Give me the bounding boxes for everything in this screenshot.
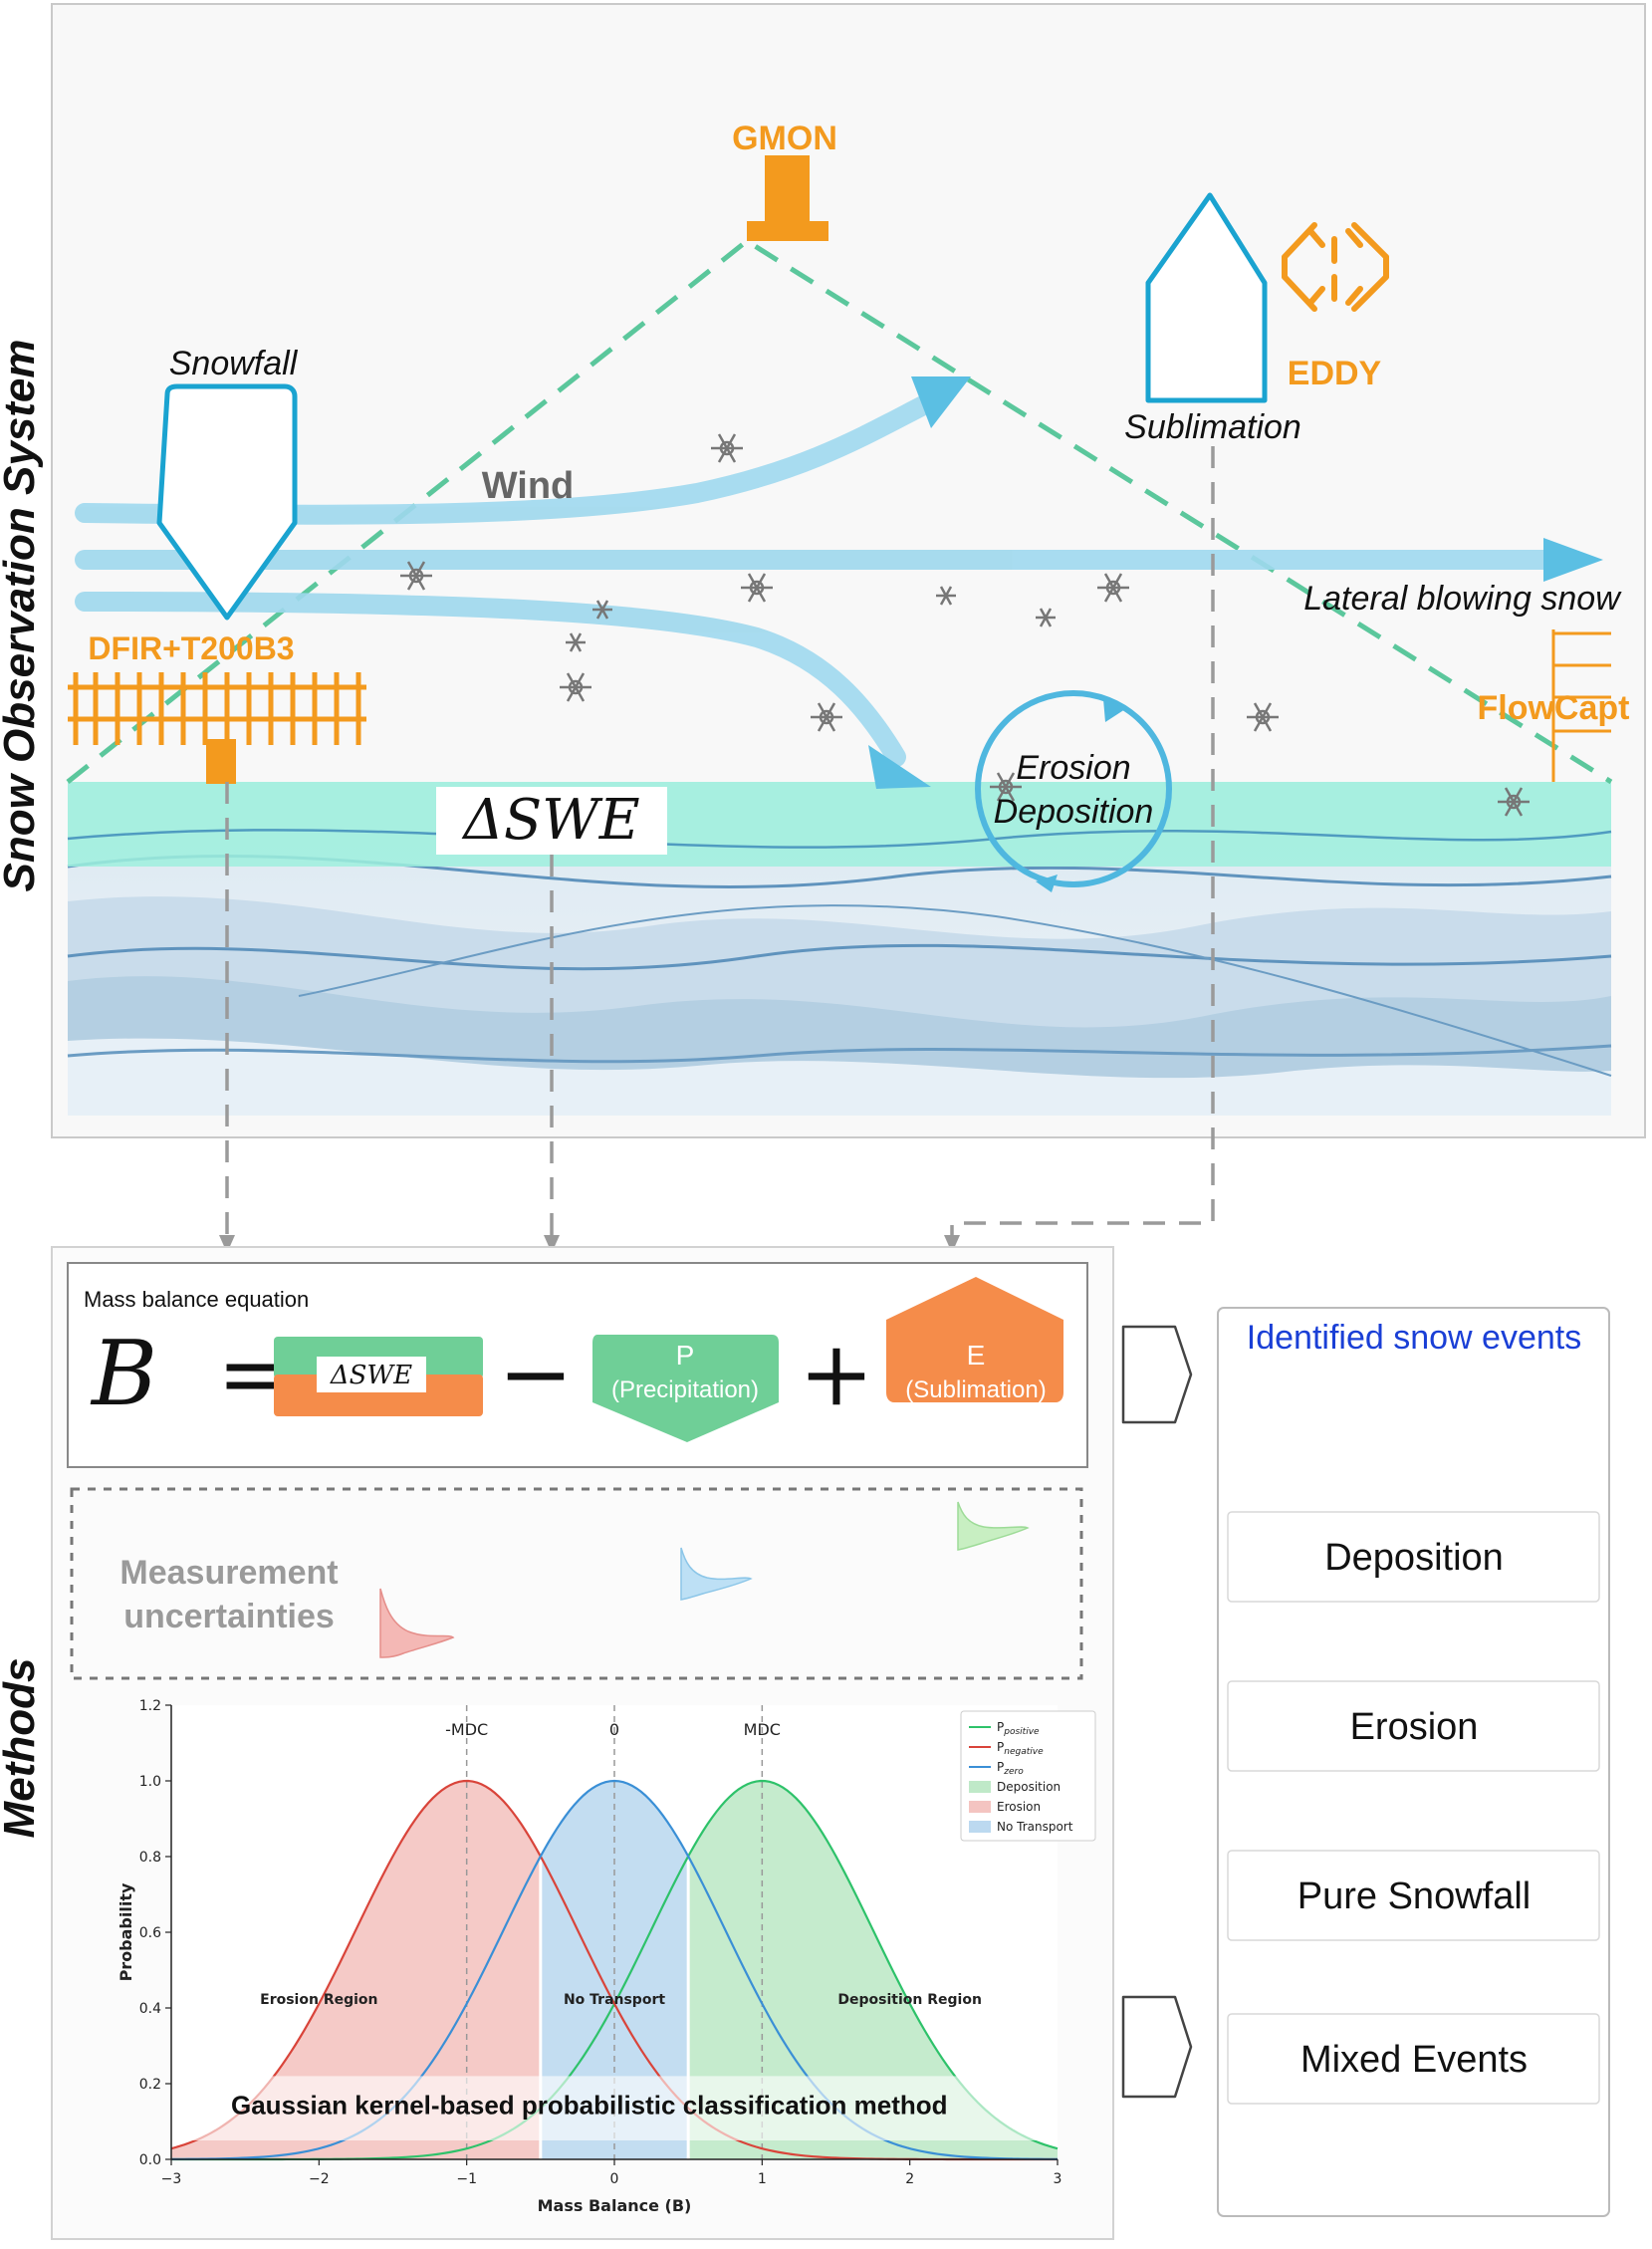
x-tick-label: −2 xyxy=(309,2171,330,2187)
event-label: Pure Snowfall xyxy=(1298,1875,1531,1917)
y-axis-label: Probability xyxy=(117,1882,135,1981)
dfir-gauge-base xyxy=(206,739,236,784)
event-item-mixed-events: Mixed Events xyxy=(1227,2013,1600,2105)
legend-label: No Transport xyxy=(997,1820,1073,1834)
methods-label: Methods xyxy=(0,1658,44,1839)
x-tick-label: −1 xyxy=(456,2171,477,2187)
legend-swatch xyxy=(969,1821,991,1833)
snowfall-gauge-icon xyxy=(156,383,298,621)
flowcapt-label: FlowCapt xyxy=(1478,689,1630,727)
sublimation-term: E (Sublimation) xyxy=(886,1277,1063,1403)
y-tick-label: 0.4 xyxy=(139,2001,161,2017)
vline-label: MDC xyxy=(744,1720,781,1739)
gmon-view-triangle xyxy=(66,237,1613,785)
y-tick-label: 0.8 xyxy=(139,1850,161,1866)
snowflake-icons xyxy=(400,433,1530,817)
legend-label: Deposition xyxy=(997,1780,1061,1794)
y-tick-label: 1.2 xyxy=(139,1698,161,1714)
arrow-to-events-bottom xyxy=(1121,1995,1193,2099)
minus-sign: − xyxy=(498,1322,573,1426)
uncertainty-distribution-e xyxy=(957,1501,1030,1551)
erosion-deposition-cycle-icon xyxy=(975,690,1172,887)
wind-arrowhead-up xyxy=(911,376,971,428)
event-item-deposition: Deposition xyxy=(1227,1511,1600,1603)
curve-p-zero xyxy=(170,1779,1059,2160)
gmon-label: GMON xyxy=(732,120,837,157)
events-title: Identified snow events xyxy=(1247,1319,1581,1357)
y-tick-label: 0.0 xyxy=(139,2152,161,2168)
legend-label: Pnegative xyxy=(997,1740,1044,1757)
uncertainties-line2: uncertainties xyxy=(123,1598,335,1635)
b-symbol: B xyxy=(90,1322,157,1426)
event-label: Deposition xyxy=(1324,1537,1504,1579)
delta-swe-label-box xyxy=(436,787,667,855)
chart-legend xyxy=(960,1710,1096,1842)
flowcapt-sensor-icon xyxy=(1551,629,1611,782)
x-tick-label: 0 xyxy=(610,2171,619,2187)
region-deposition xyxy=(688,1781,1058,2159)
snow-observation-system-label: Snow Observation System xyxy=(0,339,44,891)
vline-label: 0 xyxy=(609,1720,619,1739)
event-label: Mixed Events xyxy=(1300,2039,1528,2081)
measurement-uncertainties-box xyxy=(70,1487,1083,1680)
event-item-pure-snowfall: Pure Snowfall xyxy=(1227,1850,1600,1941)
uncertainty-distribution-dswe xyxy=(680,1547,753,1601)
delta-swe-label: ΔSWE xyxy=(461,788,639,853)
precipitation-term: P (Precipitation) xyxy=(592,1335,779,1442)
p-term-sub: (Precipitation) xyxy=(611,1376,759,1403)
x-tick-label: −3 xyxy=(161,2171,182,2187)
lateral-blowing-snow-label: Lateral blowing snow xyxy=(1303,580,1622,618)
region-erosion xyxy=(171,1781,541,2159)
event-label: Erosion xyxy=(1350,1706,1479,1748)
wind-arrowhead-down xyxy=(868,745,931,789)
y-tick-label: 0.2 xyxy=(139,2077,161,2093)
region-label-no-transport: No Transport xyxy=(564,1992,665,2008)
deposition-label: Deposition xyxy=(994,793,1154,831)
delta-swe-term: ΔSWE xyxy=(274,1337,483,1416)
wind-label: Wind xyxy=(482,465,575,507)
delta-swe-layer xyxy=(68,782,1611,867)
legend-swatch xyxy=(969,1801,991,1813)
plus-sign: + xyxy=(799,1322,873,1426)
region-label-deposition: Deposition Region xyxy=(837,1992,982,2008)
e-term-sub: (Sublimation) xyxy=(905,1376,1046,1403)
erosion-label: Erosion xyxy=(1016,749,1130,787)
y-tick-label: 1.0 xyxy=(139,1774,161,1790)
dfir-fence-icon xyxy=(68,672,366,745)
eddy-sensor-icon xyxy=(1282,222,1389,312)
legend-label: Ppositive xyxy=(997,1720,1040,1737)
dfir-label: DFIR+T200B3 xyxy=(88,630,294,666)
gmon-sensor-icon xyxy=(747,155,828,241)
x-tick-label: 1 xyxy=(758,2171,767,2187)
sublimation-sensor-icon xyxy=(1145,192,1268,403)
wind-arrowhead-right xyxy=(1543,538,1603,582)
snowfall-label: Snowfall xyxy=(169,345,299,382)
p-term-title: P xyxy=(676,1340,695,1371)
eddy-label: EDDY xyxy=(1288,355,1382,392)
region-label-erosion: Erosion Region xyxy=(260,1992,377,2008)
y-tick-label: 0.6 xyxy=(139,1925,161,1941)
legend-swatch xyxy=(969,1781,991,1793)
equation-title: Mass balance equation xyxy=(84,1287,309,1312)
arrow-to-events-top xyxy=(1121,1325,1193,1424)
x-axis-label: Mass Balance (B) xyxy=(538,2196,692,2215)
dswe-term-label: ΔSWE xyxy=(330,1361,412,1390)
vline-label: -MDC xyxy=(445,1720,488,1739)
method-banner-text: Gaussian kernel-based probabilistic clas… xyxy=(231,2090,948,2120)
method-banner-bg xyxy=(178,2076,1051,2140)
legend-label: Pzero xyxy=(997,1760,1024,1777)
e-term-title: E xyxy=(967,1340,986,1371)
sublimation-label: Sublimation xyxy=(1124,408,1301,446)
legend-label: Erosion xyxy=(997,1800,1041,1814)
x-tick-label: 2 xyxy=(905,2171,914,2187)
uncertainties-line1: Measurement xyxy=(119,1554,338,1592)
event-item-erosion: Erosion xyxy=(1227,1680,1600,1772)
x-tick-label: 3 xyxy=(1054,2171,1062,2187)
uncertainty-distribution-p xyxy=(379,1588,455,1658)
